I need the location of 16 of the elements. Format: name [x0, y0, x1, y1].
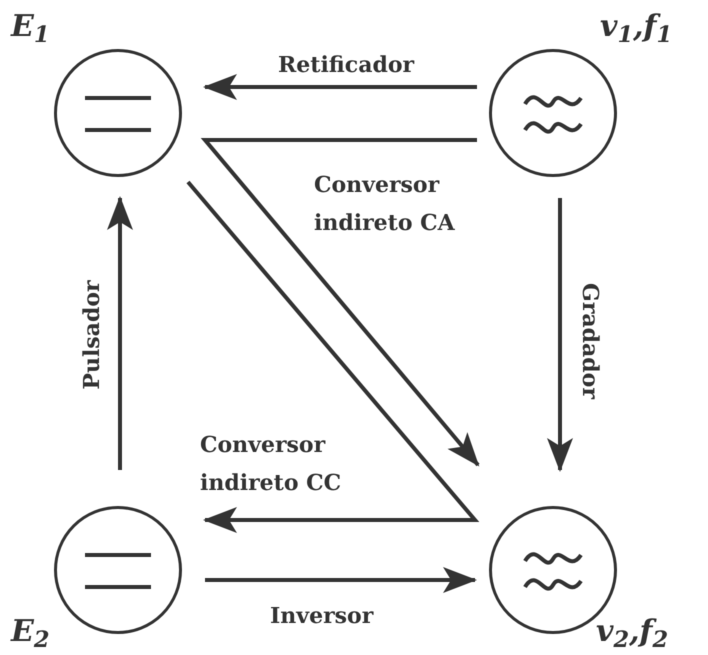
edge-label: Retificador [278, 51, 416, 80]
node-label: E$_{2}$ [11, 613, 50, 654]
arrow [107, 196, 133, 470]
arrow [547, 198, 573, 472]
edge-label: Pulsador [78, 279, 106, 392]
edge-label: Conversor indireto CC [200, 431, 342, 498]
edge-label: Inversor [270, 602, 374, 631]
node-label: v$_{2}$,f$_{2}$ [596, 613, 668, 654]
node-label: v$_{1}$,f$_{1}$ [600, 8, 672, 49]
arrow [205, 567, 477, 593]
node-label: E$_{1}$ [11, 8, 50, 49]
edge-label: Gradador [576, 282, 604, 402]
arrow [200, 138, 480, 467]
arrow [203, 74, 477, 100]
arrow [186, 180, 480, 533]
edge-label: Conversor indireto CA [314, 171, 456, 238]
